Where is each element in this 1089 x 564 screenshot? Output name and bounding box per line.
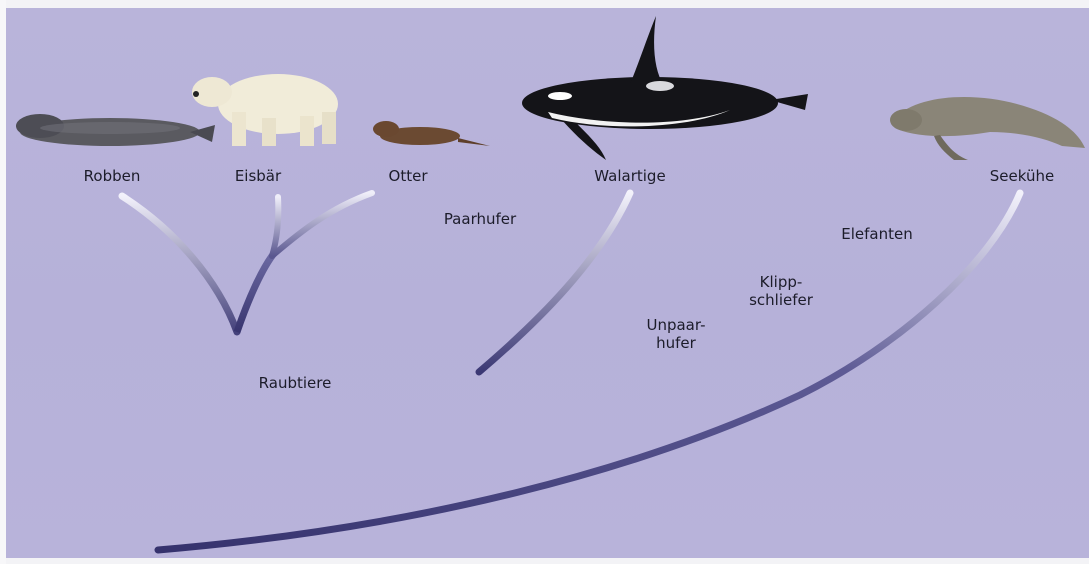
branch-carnivore-right [237, 252, 275, 332]
label-robben: Robben [80, 167, 144, 185]
orca-illustration [522, 16, 808, 160]
branch-eisbaer [272, 197, 278, 256]
label-unpaarhufer: Unpaar- hufer [636, 316, 716, 352]
label-raubtiere: Raubtiere [250, 374, 340, 392]
label-eisbaer: Eisbär [226, 167, 290, 185]
label-elefanten: Elefanten [830, 225, 924, 243]
label-klippschliefer: Klipp- schliefer [735, 273, 827, 309]
label-otter: Otter [380, 167, 436, 185]
manatee-illustration [890, 97, 1085, 160]
polar-bear-illustration [192, 74, 338, 146]
branch-robben [122, 196, 237, 332]
branch-otter [272, 193, 372, 256]
label-seekuehe: Seekühe [980, 167, 1064, 185]
label-paarhufer: Paarhufer [435, 210, 525, 228]
seal-illustration [16, 114, 215, 146]
label-walartige: Walartige [584, 167, 676, 185]
otter-illustration [373, 121, 490, 146]
